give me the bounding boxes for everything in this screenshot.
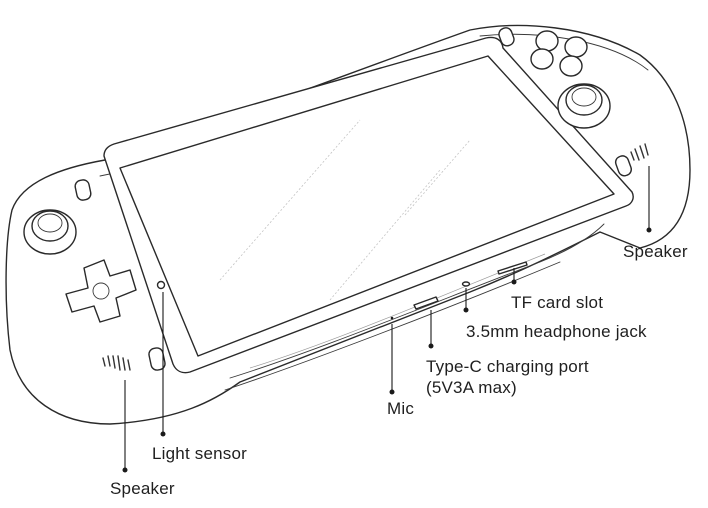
- screen-glare-1: [219, 119, 361, 281]
- label-type-c-line2: (5V3A max): [426, 378, 517, 397]
- left-small-button: [74, 179, 92, 201]
- dpad-center: [92, 282, 110, 300]
- type-c-port: [413, 296, 439, 310]
- screen-glare-3: [404, 139, 471, 216]
- label-mic: Mic: [387, 399, 415, 418]
- right-small-button: [498, 27, 515, 47]
- tf-card-slot: [497, 261, 528, 275]
- left-analog-stick: [23, 209, 77, 255]
- label-light-sensor: Light sensor: [152, 444, 248, 463]
- label-type-c-line1: Type-C charging port: [426, 357, 589, 376]
- right-speaker-grille: [630, 143, 649, 161]
- label-headphone-jack: 3.5mm headphone jack: [466, 322, 647, 341]
- headphone-jack: [461, 281, 471, 287]
- display-screen: [119, 55, 615, 357]
- screen-glare-2: [329, 169, 441, 301]
- left-lower-button: [148, 347, 166, 371]
- label-tf-card-slot: TF card slot: [511, 293, 604, 312]
- callout-leaders: [122, 166, 652, 473]
- light-sensor: [156, 280, 166, 290]
- mic-hole: [390, 316, 394, 320]
- label-speaker-left: Speaker: [110, 479, 175, 498]
- left-speaker-grille: [102, 355, 131, 371]
- bottom-rim: [229, 223, 605, 379]
- right-analog-stick: [557, 83, 611, 129]
- face-buttons: [530, 30, 588, 77]
- label-speaker-right: Speaker: [623, 242, 688, 261]
- right-lower-button: [614, 155, 633, 177]
- dpad: [65, 259, 137, 323]
